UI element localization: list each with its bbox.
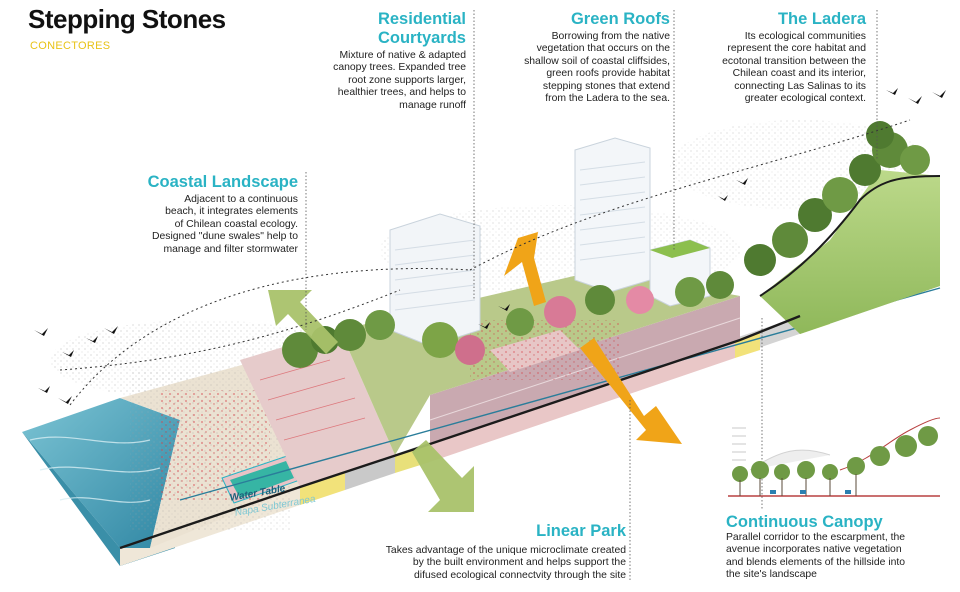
flight-path	[469, 119, 911, 271]
callout-ladera-heading: The Ladera	[777, 10, 866, 28]
callout-linear-park-heading: Linear Park	[536, 522, 626, 540]
tree-canopy-park	[422, 271, 734, 365]
page-title: Stepping Stones	[28, 4, 226, 34]
canopy-inset	[728, 417, 941, 497]
strip-yellow-a	[300, 472, 345, 505]
tree-canopy-ladera	[744, 121, 930, 276]
flight-path	[69, 268, 471, 406]
strip-gray	[345, 455, 395, 490]
arrow-green-se	[412, 440, 474, 512]
callout-residential-heading: Residential Courtyards	[377, 10, 466, 47]
stipple-cloud	[670, 120, 930, 210]
callout-green-roofs-body: Borrowing from the native vegetation tha…	[524, 31, 670, 105]
ladera-hill	[760, 170, 940, 334]
strip-pink	[430, 340, 735, 462]
arrow-orange-up	[504, 232, 546, 306]
page-subtitle: CONECTORES	[30, 40, 111, 52]
green-roof	[650, 240, 710, 258]
callout-canopy-body: Parallel corridor to the escarpment, the…	[726, 532, 906, 581]
callout-canopy-heading: Continuous Canopy	[726, 513, 883, 531]
arrow-orange-down	[580, 338, 682, 444]
callout-residential-body: Mixture of native & adapted canopy trees…	[333, 50, 466, 111]
callout-green-roofs-heading: Green Roofs	[570, 10, 670, 28]
arrow-green-nw	[268, 290, 338, 354]
callout-ladera-body: Its ecological communities represent the…	[722, 31, 866, 105]
callout-coastal-body: Adjacent to a continuous beach, it integ…	[151, 194, 298, 255]
bird-icon	[34, 88, 946, 404]
dune-lines	[259, 359, 366, 441]
building-icon	[574, 137, 651, 293]
terrain-edge	[119, 314, 801, 550]
building-icon	[389, 213, 481, 347]
court-inner	[230, 461, 294, 498]
callout-linear-park-body: Takes advantage of the unique microclima…	[385, 545, 626, 581]
callout-coastal-heading: Coastal Landscape	[147, 173, 298, 191]
ladera-profile	[759, 175, 941, 297]
tree-canopy-coast	[282, 310, 395, 368]
strip-sea	[22, 432, 175, 566]
